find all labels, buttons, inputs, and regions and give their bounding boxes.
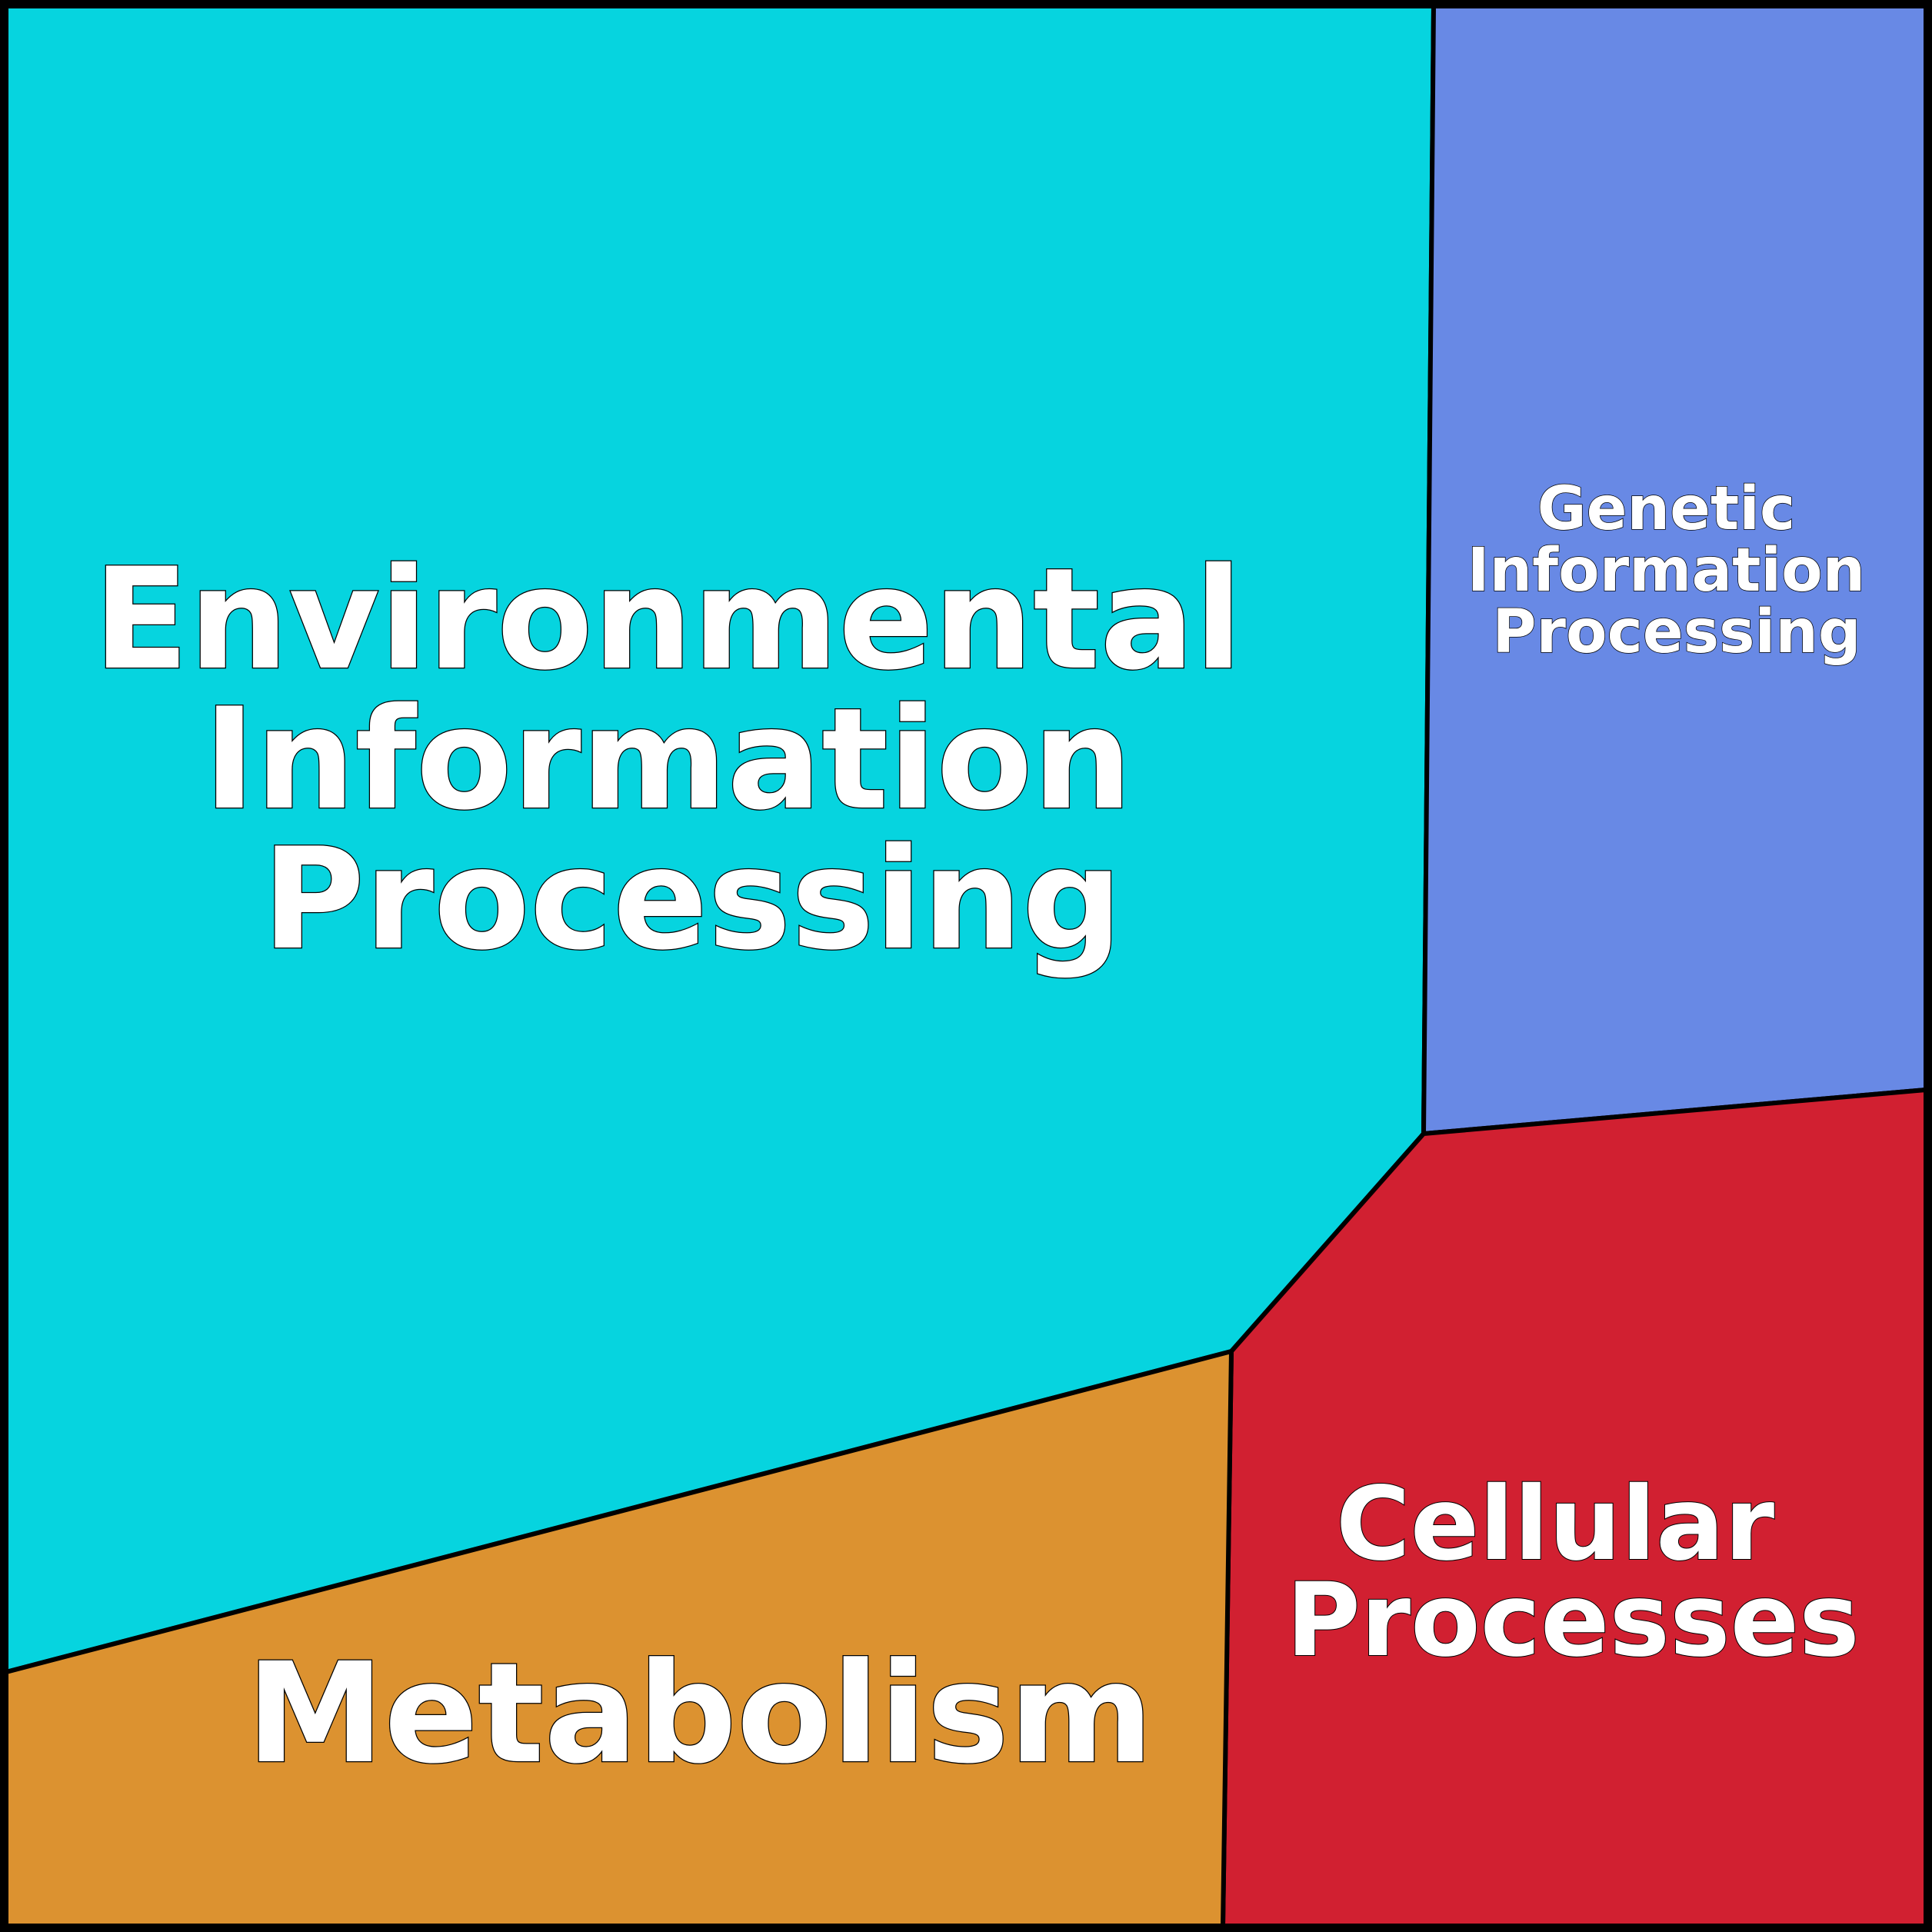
label-line: Processing: [1492, 598, 1860, 667]
label-line: Metabolism: [246, 1634, 1153, 1794]
label-line: Cellular: [1336, 1465, 1774, 1584]
cell-label-metabolism: Metabolism: [246, 1634, 1153, 1794]
cell-label-genetic-information-processing: Genetic Information Processing: [1467, 475, 1887, 667]
label-line: Genetic: [1537, 475, 1796, 544]
cell-label-environmental-information-processing: Environmental Information Processing: [93, 538, 1291, 981]
label-line: Information: [1467, 536, 1866, 605]
label-line: Processes: [1286, 1561, 1860, 1680]
label-line: Processing: [262, 818, 1122, 981]
cell-label-cellular-processes: Cellular Processes: [1286, 1465, 1860, 1680]
label-line: Environmental: [93, 538, 1242, 701]
label-line: Information: [203, 678, 1132, 841]
